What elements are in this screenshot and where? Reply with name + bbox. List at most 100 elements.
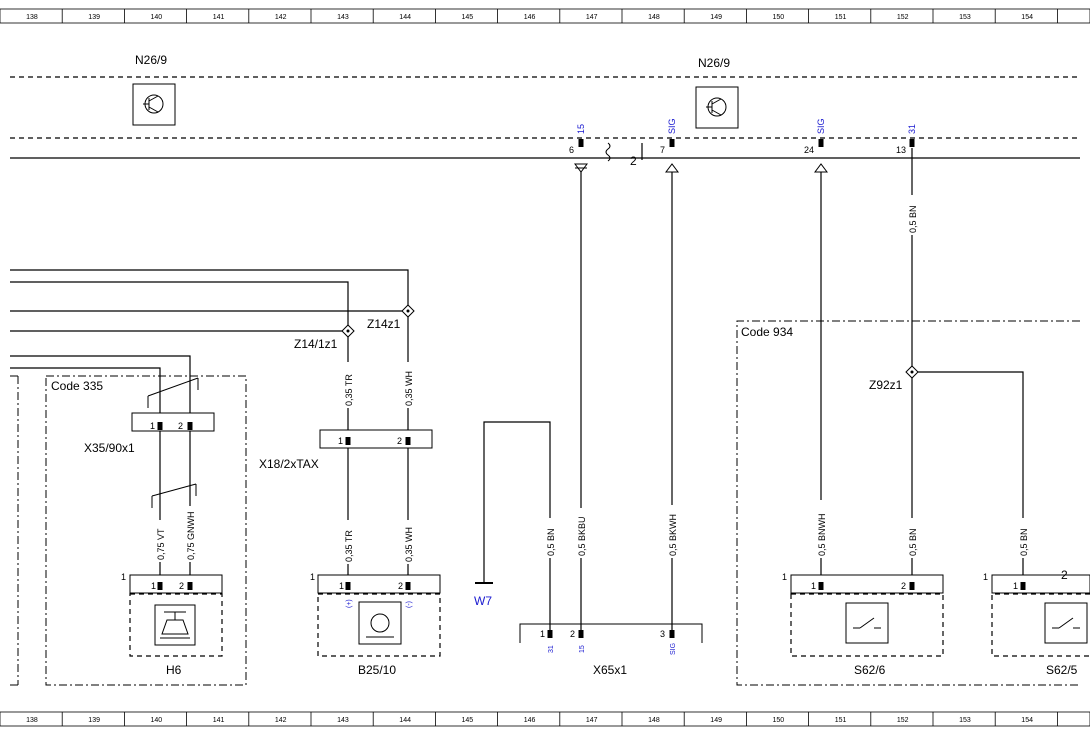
splice-z14z1: Z14z1	[367, 304, 415, 331]
svg-text:SIG: SIG	[670, 643, 677, 655]
svg-text:1: 1	[310, 572, 315, 582]
svg-text:6: 6	[569, 145, 574, 155]
svg-text:3: 3	[660, 629, 665, 639]
svg-text:Z92z1: Z92z1	[869, 378, 903, 392]
svg-text:1: 1	[782, 572, 787, 582]
ruler-cell: 144	[399, 14, 411, 21]
wire-label-tr-bot: 0,35 TR	[341, 520, 355, 564]
svg-text:15: 15	[579, 645, 586, 653]
wire-label-bkbu: 0,5 BKBU	[574, 508, 588, 558]
sensor-icon	[358, 601, 402, 645]
wire-tr	[10, 281, 349, 580]
svg-text:0,75 VT: 0,75 VT	[156, 528, 166, 560]
bus-pin-24: SIG 24	[804, 118, 826, 155]
ruler-cell: 138	[26, 717, 38, 724]
ruler-cell: 154	[1021, 717, 1033, 724]
svg-text:0,5 BNWH: 0,5 BNWH	[817, 513, 827, 556]
svg-text:1: 1	[811, 581, 816, 591]
ruler-cell: 140	[151, 14, 163, 21]
svg-text:(-): (-)	[406, 601, 413, 608]
wire-label-bnwh: 0,5 BNWH	[814, 500, 828, 558]
component-label-s62-5: S62/5	[1046, 663, 1078, 677]
svg-text:1: 1	[121, 572, 126, 582]
wire-label-wh-bot: 0,35 WH	[401, 520, 415, 564]
svg-text:0,5 BKWH: 0,5 BKWH	[668, 514, 678, 556]
ruler-cell: 146	[524, 14, 536, 21]
ruler-cell: 148	[648, 14, 660, 21]
transistor-icon	[132, 83, 176, 126]
svg-text:1: 1	[540, 629, 545, 639]
splice-z14-1z1: Z14/1z1	[294, 324, 355, 351]
bus-pin-6: 15 6	[569, 124, 586, 155]
svg-text:0,5 BN: 0,5 BN	[908, 205, 918, 233]
wire-label-bn-s626: 0,5 BN	[905, 518, 919, 558]
wire-label-bn-s625: 0,5 BN	[1016, 518, 1030, 558]
component-s62-5	[991, 593, 1090, 657]
ruler-cell: 150	[773, 14, 785, 21]
svg-text:1: 1	[151, 581, 156, 591]
connector-x65x1	[519, 623, 703, 643]
svg-text:1: 1	[339, 581, 344, 591]
wire-label-wh-top: 0,35 WH	[401, 362, 415, 408]
ruler-cell: 150	[773, 717, 785, 724]
splice-z92z1: Z92z1	[869, 365, 919, 392]
svg-text:0,35 WH: 0,35 WH	[404, 371, 414, 406]
svg-text:2: 2	[179, 581, 184, 591]
svg-text:Z14/1z1: Z14/1z1	[294, 337, 338, 351]
ruler-cell: 143	[337, 717, 349, 724]
component-label-s62-6: S62/6	[854, 663, 886, 677]
svg-text:1: 1	[338, 436, 343, 446]
svg-text:2: 2	[397, 436, 402, 446]
ruler-cell: 147	[586, 717, 598, 724]
svg-text:(+): (+)	[346, 599, 353, 608]
module-label-left: N26/9	[135, 53, 167, 67]
ruler-cell: 142	[275, 717, 287, 724]
svg-text:24: 24	[804, 145, 814, 155]
wire-label-bn-w7: 0,5 BN	[543, 518, 557, 558]
ruler-cell: 144	[399, 717, 411, 724]
svg-text:13: 13	[896, 145, 906, 155]
svg-text:0,5 BN: 0,5 BN	[546, 528, 556, 556]
ruler-cell: 146	[524, 717, 536, 724]
svg-text:0,75 GNWH: 0,75 GNWH	[186, 511, 196, 560]
code-934-label: Code 934	[741, 325, 793, 339]
wire-gnwh	[10, 355, 191, 580]
wire-label-vt: 0,75 VT	[153, 520, 167, 562]
ruler-cell: 141	[213, 717, 225, 724]
component-b25-10	[317, 593, 441, 657]
connector-x35-90x1	[131, 412, 215, 432]
wire-ground	[483, 421, 551, 630]
ruler-cell: 148	[648, 717, 660, 724]
ruler-cell: 140	[151, 717, 163, 724]
svg-text:0,5 BN: 0,5 BN	[1019, 528, 1029, 556]
input-arrow-icon	[665, 163, 679, 173]
bus-pin-13: 31 13	[896, 124, 917, 155]
connector-label-x18: X18/2xTAX	[259, 457, 319, 471]
svg-text:SIG: SIG	[667, 118, 677, 134]
connector-x18-2xtax	[319, 429, 433, 449]
wire-label-gnwh: 0,75 GNWH	[183, 506, 197, 562]
svg-text:2: 2	[398, 581, 403, 591]
svg-text:2: 2	[901, 581, 906, 591]
svg-text:1: 1	[150, 421, 155, 431]
svg-text:0,5 BN: 0,5 BN	[908, 528, 918, 556]
svg-text:31: 31	[907, 124, 917, 134]
component-s62-6	[790, 593, 944, 657]
ruler-cell: 149	[710, 717, 722, 724]
code-934-boundary	[736, 320, 1080, 686]
ruler-cell: 154	[1021, 14, 1033, 21]
transistor-icon	[695, 86, 739, 129]
component-label-w7: W7	[474, 594, 492, 608]
ruler-cell: 153	[959, 14, 971, 21]
component-label-h6: H6	[166, 663, 182, 677]
connector-label-x35: X35/90x1	[84, 441, 135, 455]
ruler-cell: 152	[897, 14, 909, 21]
ruler-cell: 151	[835, 717, 847, 724]
connector-label-x65: X65x1	[593, 663, 627, 677]
wire-label-tr-top: 0,35 TR	[341, 362, 355, 408]
svg-text:SIG: SIG	[816, 118, 826, 134]
svg-text:1: 1	[983, 572, 988, 582]
